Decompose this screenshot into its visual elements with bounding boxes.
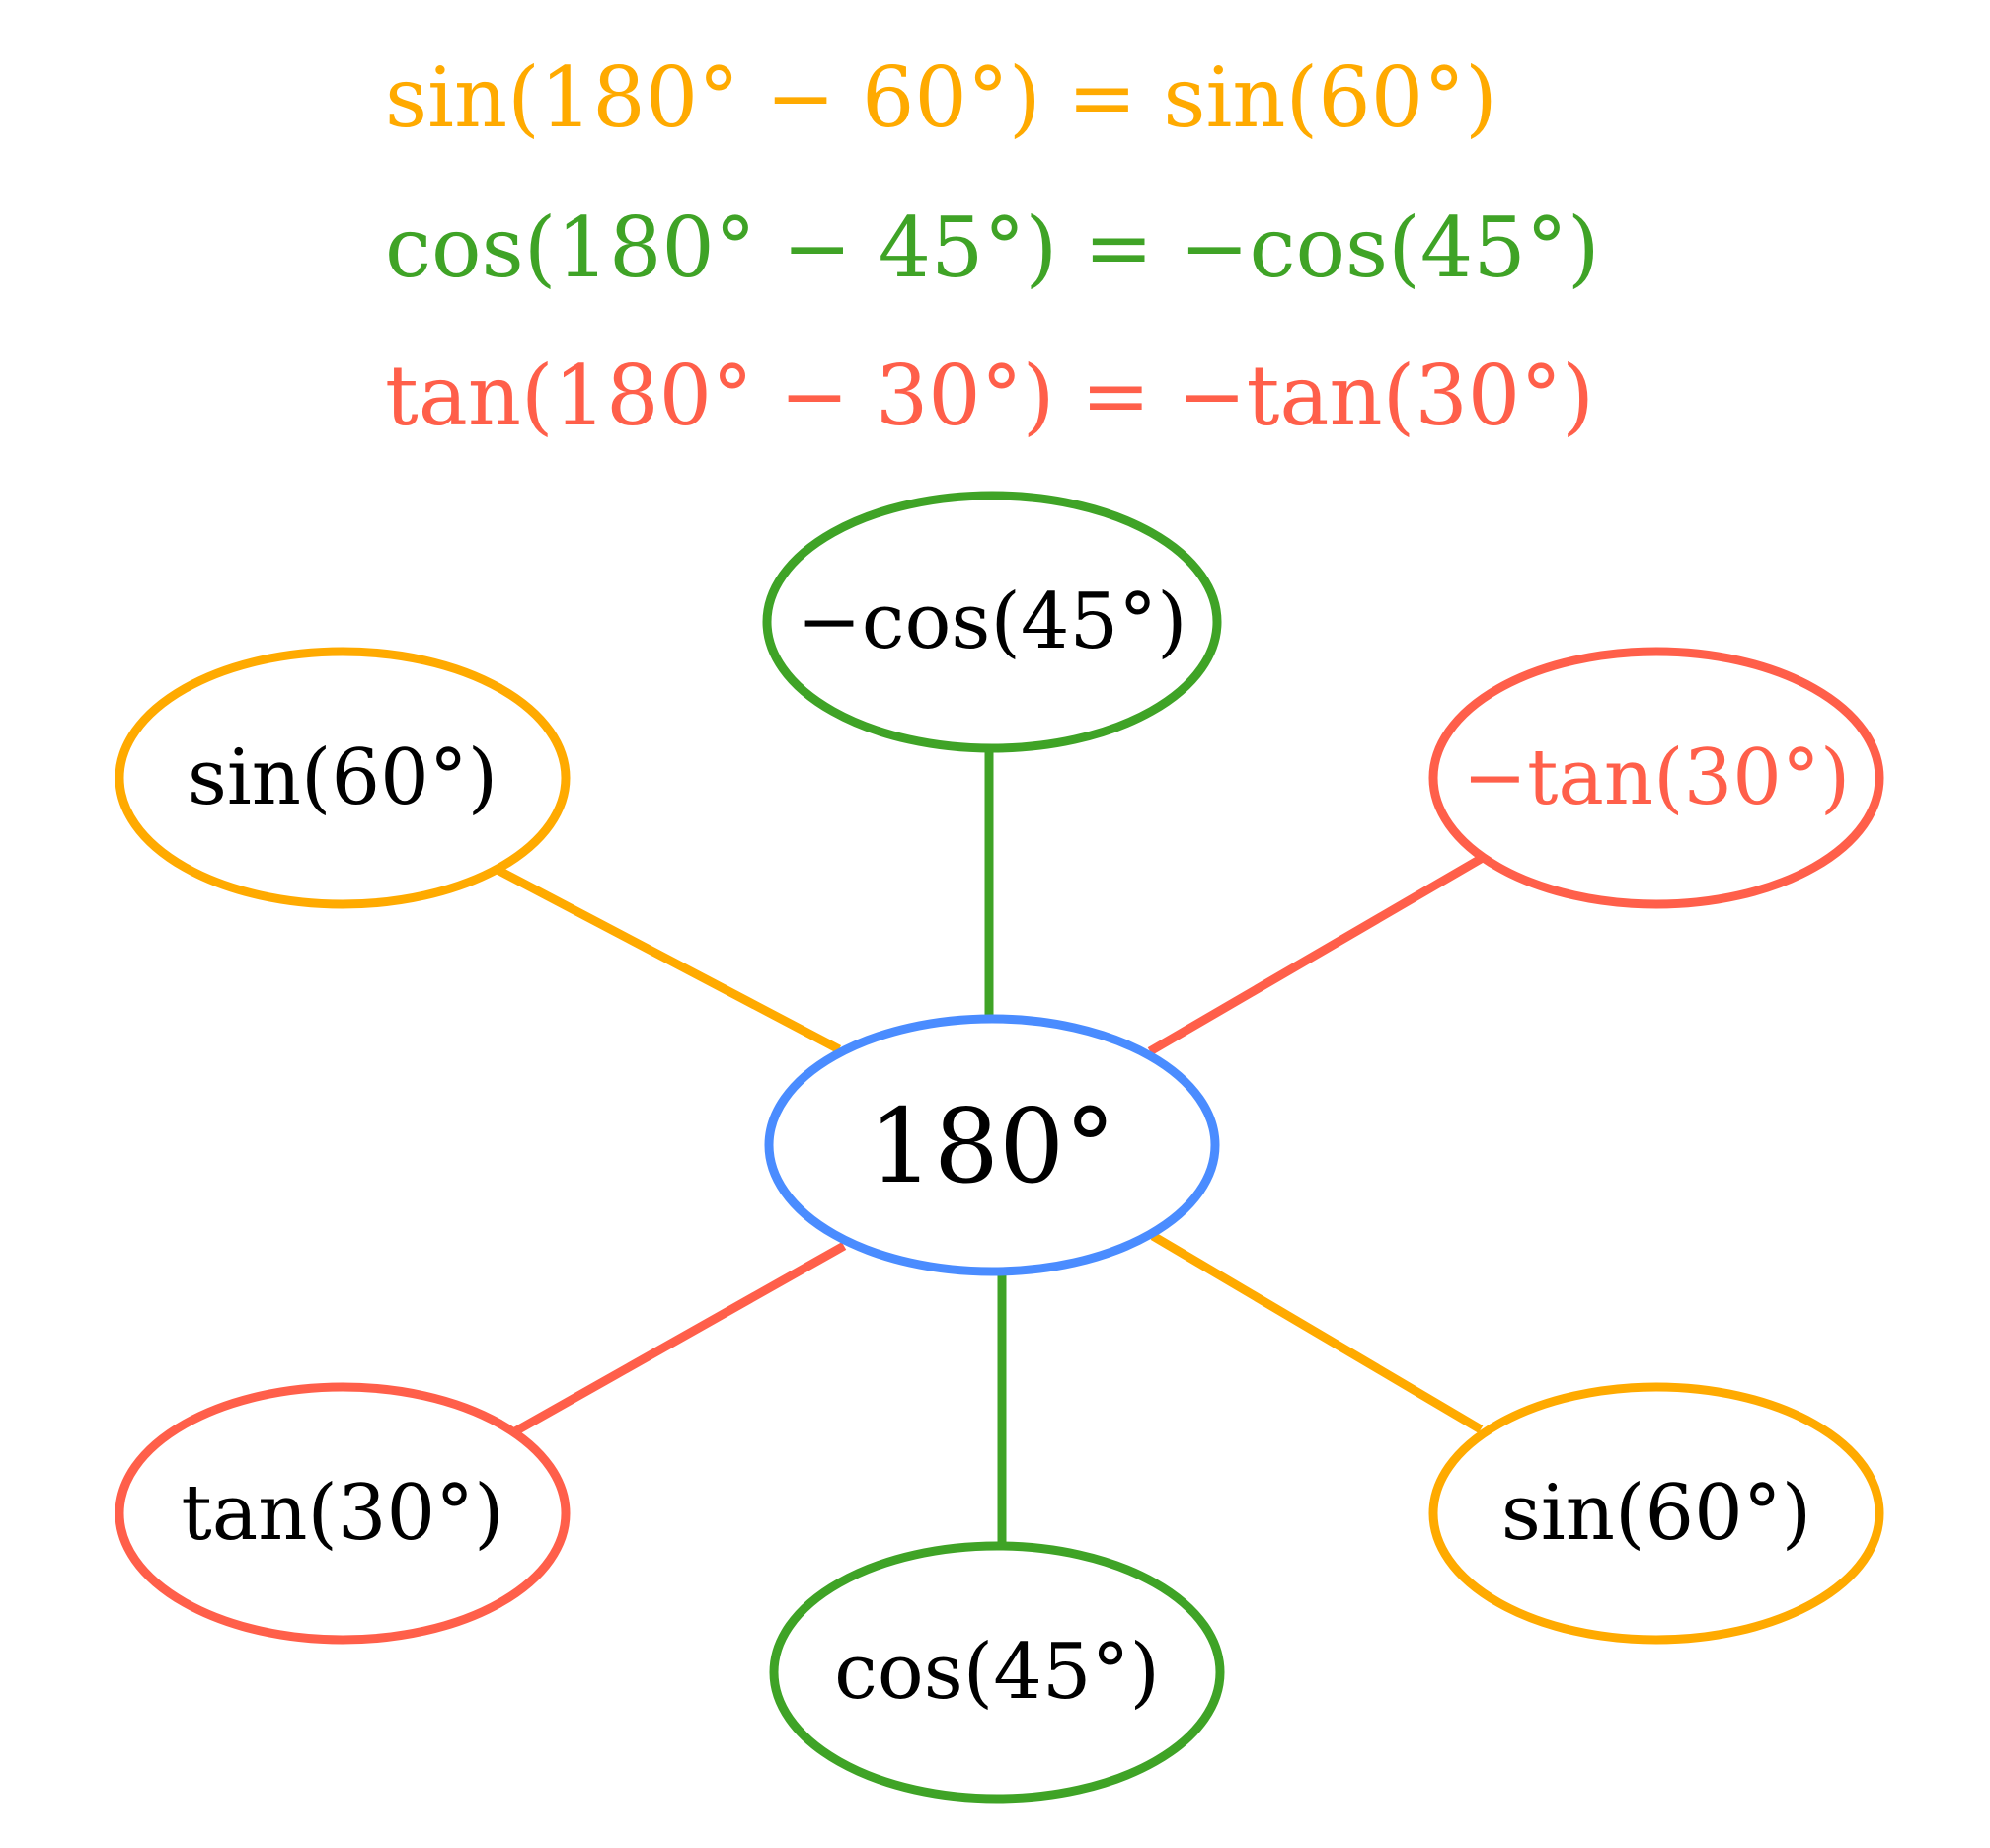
node-top-ellipse <box>762 491 1222 753</box>
node-upper-left: sin(60°) <box>115 647 571 909</box>
edge-upper-left <box>493 865 842 1053</box>
node-bottom-ellipse <box>769 1541 1225 1804</box>
node-lower-right-label: sin(60°) <box>1501 1469 1811 1558</box>
center-node-ellipse <box>764 1014 1220 1276</box>
edge-upper-right <box>1147 855 1484 1055</box>
node-upper-right-label: −tan(30°) <box>1463 733 1851 822</box>
node-upper-right: −tan(30°) <box>1428 647 1884 909</box>
node-lower-left: tan(30°) <box>115 1382 571 1645</box>
edge-lower-right <box>1150 1232 1484 1433</box>
node-upper-left-ellipse <box>115 647 571 909</box>
node-upper-right-ellipse <box>1428 647 1884 909</box>
equation-tan: tan(180° − 30°) = −tan(30°) <box>385 347 1594 444</box>
node-lower-left-ellipse <box>115 1382 571 1645</box>
equation-sin: sin(180° − 60°) = sin(60°) <box>385 49 1497 146</box>
node-upper-left-label: sin(60°) <box>188 733 498 822</box>
node-bottom: cos(45°) <box>769 1541 1225 1804</box>
node-top-label: −cos(45°) <box>797 578 1186 666</box>
node-lower-right-ellipse <box>1428 1382 1884 1645</box>
node-bottom-label: cos(45°) <box>834 1628 1160 1717</box>
node-top: −cos(45°) <box>762 491 1222 753</box>
equation-cos: cos(180° − 45°) = −cos(45°) <box>385 199 1600 296</box>
edge-lower-left <box>512 1242 847 1435</box>
center-node: 180° <box>764 1014 1220 1276</box>
center-node-label: 180° <box>869 1086 1116 1206</box>
node-lower-right: sin(60°) <box>1428 1382 1884 1645</box>
edges <box>493 750 1484 1545</box>
node-lower-left-label: tan(30°) <box>181 1469 503 1558</box>
